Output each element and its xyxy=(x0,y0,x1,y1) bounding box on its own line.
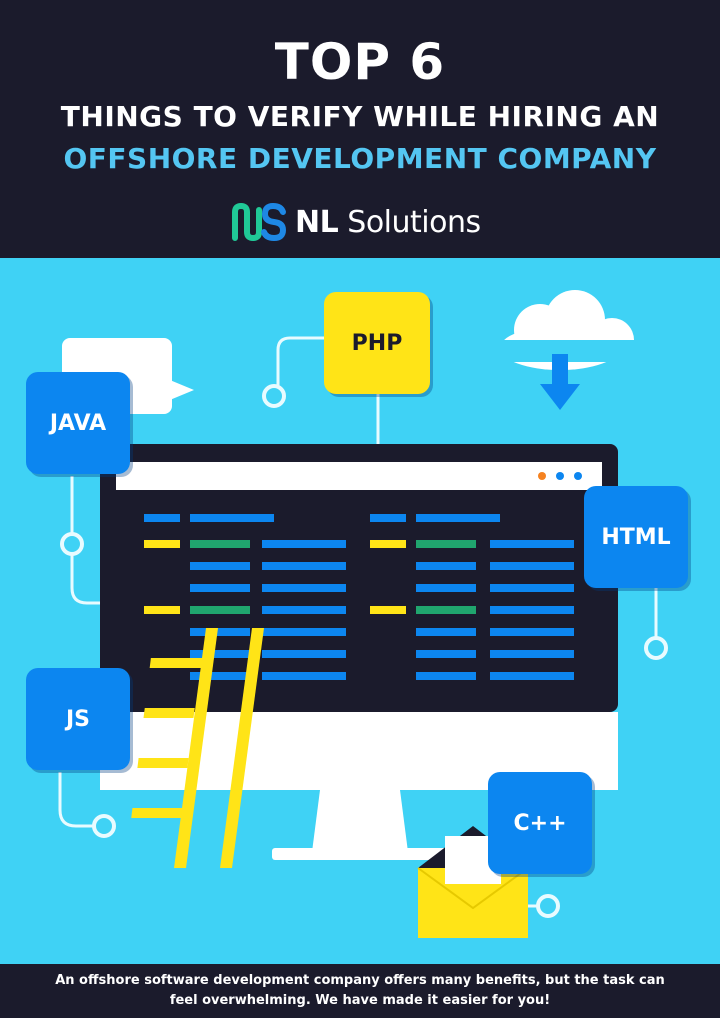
ladder-icon xyxy=(131,628,264,868)
tag-js: JS xyxy=(26,668,130,770)
tag-php: PHP xyxy=(324,292,430,394)
tag-cpp: C++ xyxy=(488,772,592,874)
connector-node-icon xyxy=(92,814,116,838)
tag-java: JAVA xyxy=(26,372,130,474)
tag-js-label: JS xyxy=(65,706,91,732)
developer-illustration xyxy=(58,290,668,938)
code-lines xyxy=(144,514,574,680)
tag-html: HTML xyxy=(584,486,688,588)
nl-solutions-logo-icon xyxy=(232,202,287,242)
connector-node-icon xyxy=(60,532,84,556)
tag-php-label: PHP xyxy=(351,330,403,356)
illustration-area: PHP JAVA HTML JS C++ xyxy=(0,258,720,964)
footer-line-2: feel overwhelming. We have made it easie… xyxy=(169,993,551,1008)
headline-line-2: OFFSHORE DEVELOPMENT COMPANY xyxy=(63,142,657,175)
connector-node-icon xyxy=(262,384,286,408)
footer: An offshore software development company… xyxy=(0,964,720,1018)
brand-logo: NL Solutions xyxy=(231,200,481,244)
cloud-download-icon xyxy=(500,290,640,410)
connector-node-icon xyxy=(644,636,668,660)
headline-top: TOP 6 xyxy=(274,33,446,91)
tag-html-label: HTML xyxy=(601,524,671,550)
connector-node-icon xyxy=(536,894,560,918)
headline-line-1: THINGS TO VERIFY WHILE HIRING AN xyxy=(60,100,660,133)
brand-name: NL Solutions xyxy=(295,204,481,240)
tag-cpp-label: C++ xyxy=(513,810,567,836)
footer-line-1: An offshore software development company… xyxy=(55,973,665,988)
header: TOP 6 THINGS TO VERIFY WHILE HIRING AN O… xyxy=(0,0,720,258)
tag-java-label: JAVA xyxy=(49,410,107,436)
